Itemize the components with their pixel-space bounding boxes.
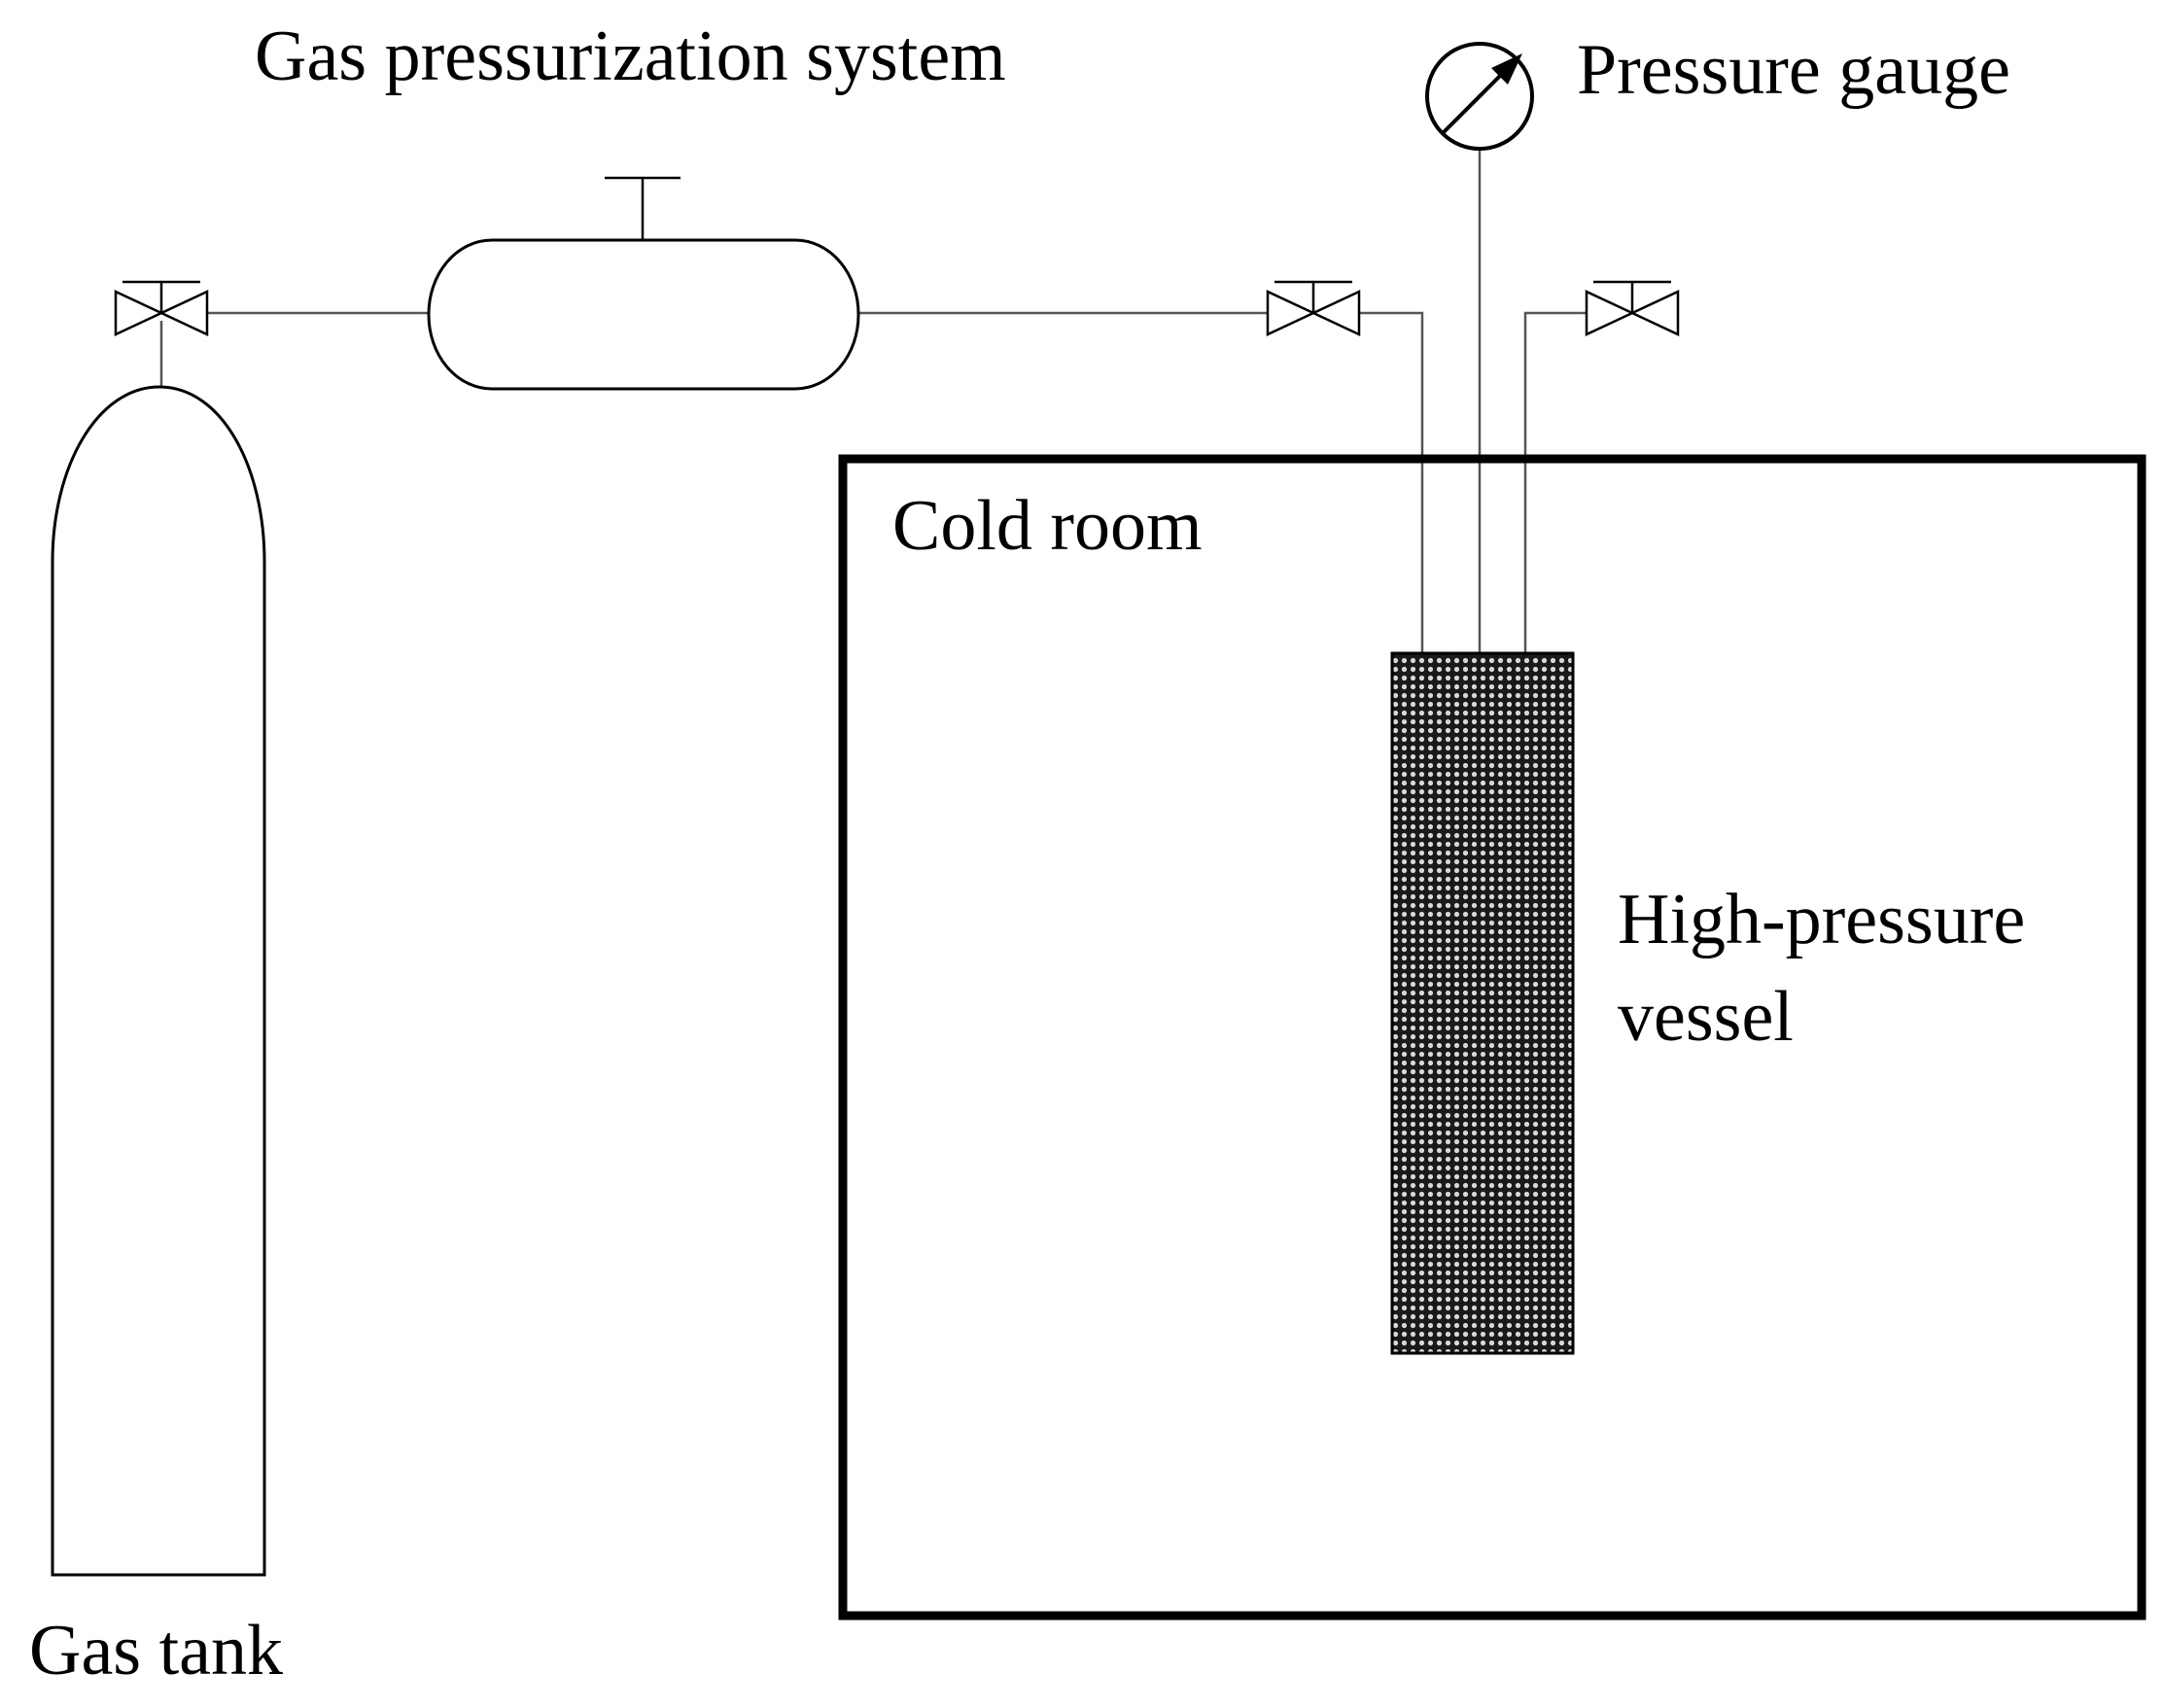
gas-tank <box>51 385 266 1577</box>
vessel-label-line1: High-pressure <box>1618 880 2025 959</box>
gas-pressurization-system-label: Gas pressurization system <box>255 17 1006 96</box>
pressure-gauge-icon <box>1425 42 1534 151</box>
valve-icon <box>114 280 209 336</box>
valve-icon <box>1585 280 1680 336</box>
high-pressure-vessel <box>1390 651 1575 1355</box>
vessel-label-line2: vessel <box>1618 977 1794 1057</box>
valve-icon <box>1266 280 1361 336</box>
gas-tank-label: Gas tank <box>29 1611 283 1691</box>
pressurization-tank <box>427 176 860 391</box>
cold-room-label: Cold room <box>892 486 1203 566</box>
pressure-gauge-label: Pressure gauge <box>1577 30 2010 110</box>
pipework <box>159 149 1587 653</box>
cold-room <box>838 454 2147 1621</box>
